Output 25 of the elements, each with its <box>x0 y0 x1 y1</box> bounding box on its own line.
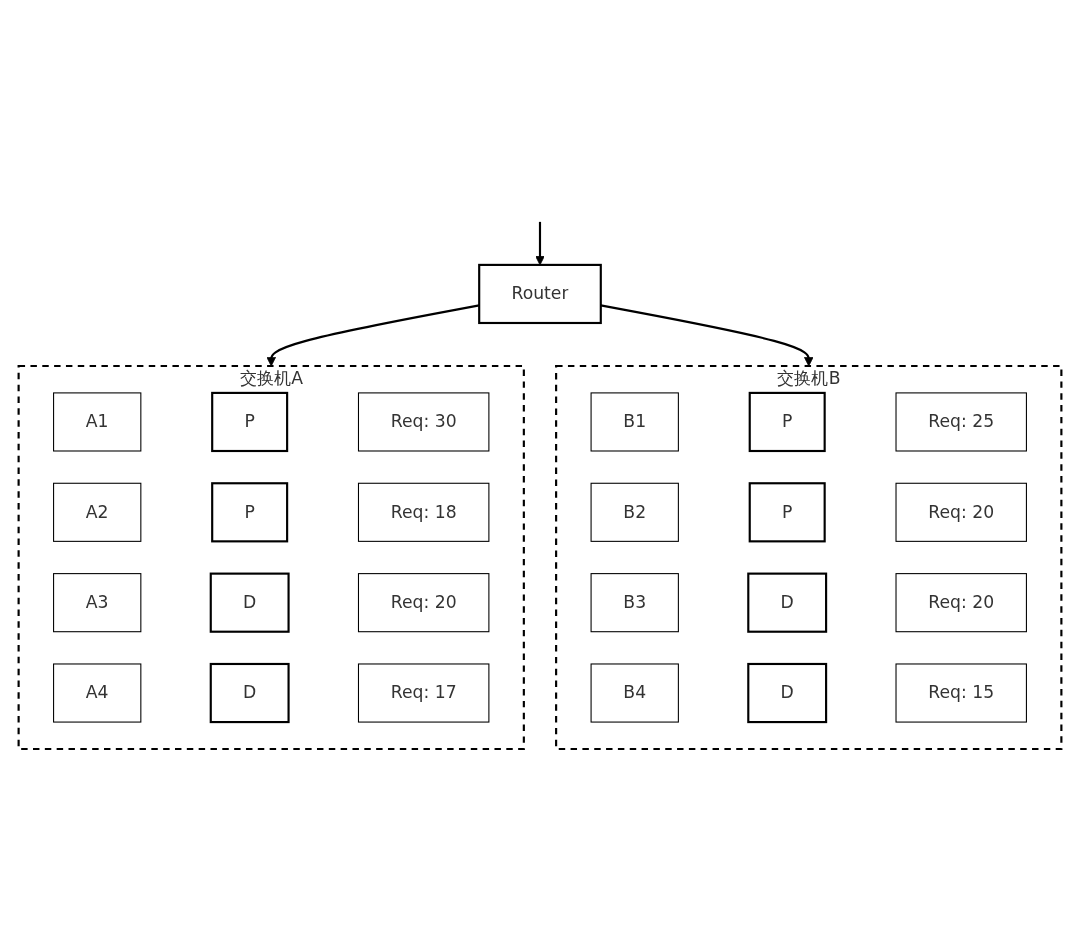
node-box: D <box>209 662 290 723</box>
node-box: Req: 25 <box>895 392 1027 452</box>
node-box: A4 <box>53 663 142 723</box>
node-box: D <box>747 572 828 633</box>
node-box: D <box>747 662 828 723</box>
node-box: Req: 20 <box>357 572 490 632</box>
node-box: A2 <box>53 482 142 542</box>
node-box: Req: 17 <box>357 663 490 723</box>
node-box: Req: 18 <box>357 482 490 542</box>
node-box: Req: 20 <box>895 572 1027 632</box>
node-box: P <box>748 481 826 543</box>
node-box: Router <box>478 263 602 324</box>
node-box: A1 <box>53 392 142 452</box>
node-box: Req: 15 <box>895 663 1027 723</box>
node-box: B2 <box>590 482 679 542</box>
node-box: A3 <box>53 572 142 632</box>
node-box: P <box>211 391 289 452</box>
node-box: P <box>748 391 826 452</box>
node-box: P <box>211 481 289 543</box>
node-box: B1 <box>590 392 679 452</box>
node-box: Req: 30 <box>357 392 490 452</box>
node-box: Req: 20 <box>895 482 1027 542</box>
node-box: B4 <box>590 663 679 723</box>
node-box: D <box>209 572 290 633</box>
node-box: B3 <box>590 572 679 632</box>
